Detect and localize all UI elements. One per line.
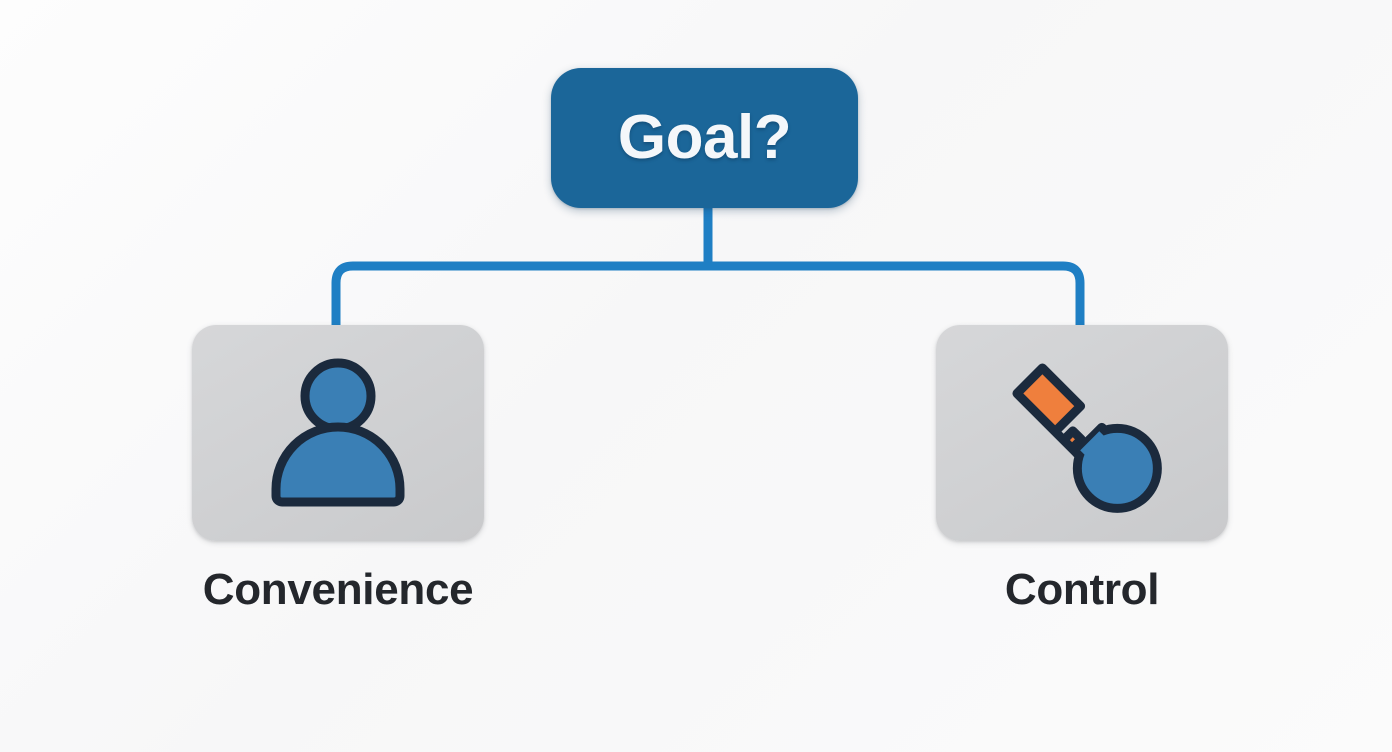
root-node-goal[interactable]: Goal? [551,68,858,208]
branch-label-control: Control [1004,565,1160,614]
convenience-icon-card[interactable] [192,325,484,541]
key-shaft-seam [1080,431,1118,469]
control-icon-card[interactable] [936,325,1228,541]
root-node-label: Goal? [617,103,792,172]
connector-bus [331,261,1085,330]
person-body [271,422,405,507]
key-bow [1072,423,1162,513]
person-icon [271,358,405,507]
key-blade [1012,363,1111,462]
person-head [300,358,376,434]
branch-convenience[interactable]: Convenience [192,325,484,613]
branch-label-convenience: Convenience [202,565,474,614]
branch-control[interactable]: Control [936,325,1228,613]
key-icon [1012,363,1162,513]
